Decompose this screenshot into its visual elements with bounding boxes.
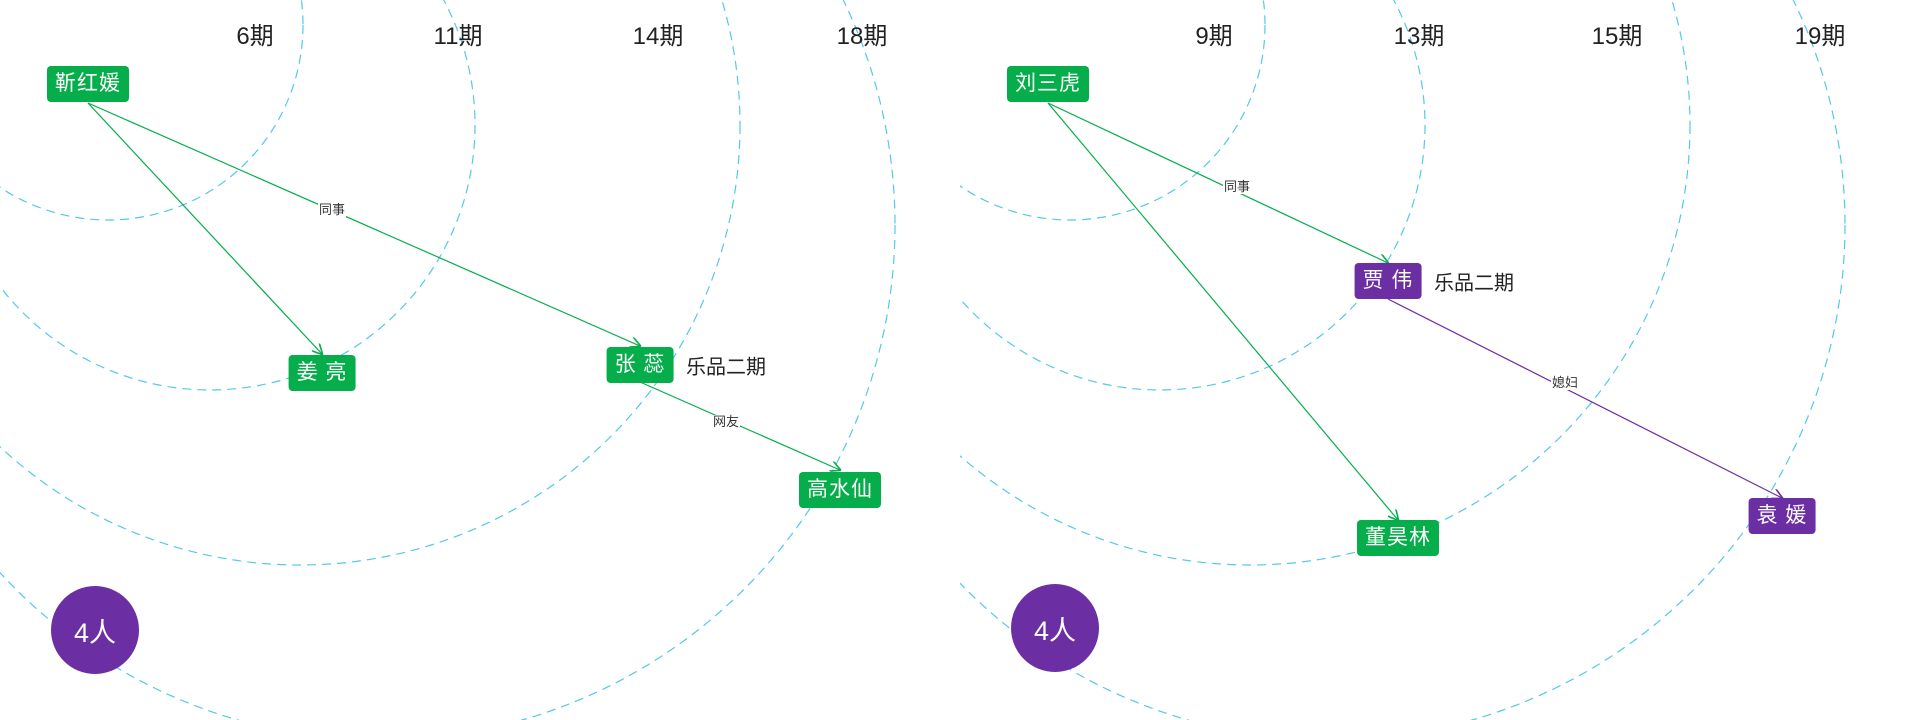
period-ring-1 — [0, 0, 304, 221]
period-ring-1 — [960, 0, 1266, 221]
person-node[interactable]: 贾 伟 — [1354, 263, 1422, 299]
period-ring-3 — [0, 0, 741, 566]
period-label: 13期 — [1393, 23, 1445, 50]
graph-canvas-right — [960, 0, 1846, 720]
edge-m2-m4 — [1387, 298, 1782, 498]
edge-label: 媳妇 — [1550, 375, 1580, 390]
edge-label: 同事 — [317, 202, 347, 217]
person-node[interactable]: 董昊林 — [1357, 520, 1439, 556]
person-node[interactable]: 靳红媛 — [47, 66, 129, 102]
period-label: 6期 — [236, 23, 274, 50]
period-ring-3 — [960, 0, 1691, 566]
period-label: 19期 — [1794, 23, 1846, 50]
member-count-badge: 4人 — [1011, 584, 1099, 672]
person-node[interactable]: 张 蕊 — [606, 347, 674, 383]
period-ring-2 — [0, 0, 476, 391]
edge-n1-n2 — [87, 102, 322, 354]
edge-label: 网友 — [711, 414, 741, 429]
node-tag: 乐品二期 — [1434, 272, 1514, 295]
person-node[interactable]: 刘三虎 — [1007, 66, 1089, 102]
edge-m1-m2 — [1047, 102, 1388, 263]
period-ring-4 — [960, 0, 1846, 720]
period-label: 9期 — [1195, 23, 1233, 50]
relation-graph-left: 6期 11期 14期 18期 同事 网友 靳红媛 姜 亮 张 蕊 乐品二期 高水… — [0, 0, 896, 720]
period-ring-4 — [0, 0, 896, 720]
period-ring-2 — [960, 0, 1426, 391]
node-tag: 乐品二期 — [686, 356, 766, 379]
graph-canvas-left — [0, 0, 896, 720]
person-node[interactable]: 袁 媛 — [1748, 498, 1816, 534]
member-count-badge: 4人 — [51, 586, 139, 674]
person-node[interactable]: 高水仙 — [799, 472, 881, 508]
edge-m1-m3 — [1047, 102, 1398, 520]
person-node[interactable]: 姜 亮 — [288, 355, 356, 391]
relation-graph-right: 9期 13期 15期 19期 同事 媳妇 刘三虎 贾 伟 乐品二期 董昊林 袁 … — [960, 0, 1920, 720]
edge-n1-n3 — [87, 102, 640, 346]
period-label: 15期 — [1591, 23, 1643, 50]
edge-label: 同事 — [1222, 179, 1252, 194]
period-label: 18期 — [836, 23, 888, 50]
period-label: 14期 — [632, 23, 684, 50]
period-label: 11期 — [433, 23, 483, 50]
